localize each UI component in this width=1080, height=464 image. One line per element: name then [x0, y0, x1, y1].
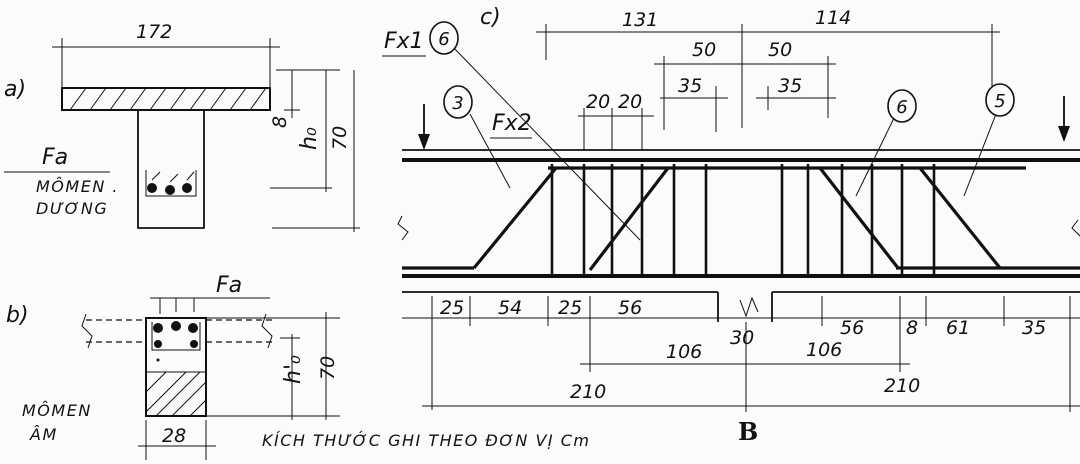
rebar [182, 183, 192, 193]
dot [156, 358, 160, 362]
dim-28: 28 [162, 425, 186, 447]
rebar [154, 340, 162, 348]
dim-210-b: 210 [884, 375, 920, 397]
dim-20-b: 20 [618, 91, 642, 113]
svg-text:3: 3 [452, 93, 463, 114]
panel-c-beam: c) 131 114 50 50 35 35 20 20 Fx1 Fx2 [382, 5, 1080, 446]
bar-mark-6-top: 6 [429, 21, 459, 55]
moment-negative-line2: ÂM [29, 425, 58, 444]
bent-bar-6-left [588, 167, 670, 271]
dim-114: 114 [815, 7, 851, 29]
column-break [739, 296, 759, 318]
bar-mark-3: 3 [443, 85, 473, 119]
svg-text:5: 5 [994, 91, 1005, 112]
dim-35-a: 35 [678, 75, 702, 97]
section-box [145, 317, 207, 417]
dim-106-b: 106 [806, 339, 842, 361]
leader-5 [963, 113, 997, 197]
rebar [190, 340, 198, 348]
dim-131: 131 [622, 9, 658, 31]
stirrup-b [151, 322, 201, 351]
dim-30: 30 [730, 327, 754, 349]
arrow-head-icon [418, 134, 430, 150]
dim-210-a: 210 [570, 381, 606, 403]
svg-text:6: 6 [896, 97, 907, 118]
dim-20-a: 20 [586, 91, 610, 113]
bar-mark-6-right: 6 [887, 89, 917, 123]
panel-a-t-section: a) 172 Fa MÔMEN . DƯƠNG [4, 21, 360, 232]
dim-50-b: 50 [768, 39, 792, 61]
leader-6-right [855, 117, 895, 197]
units-caption: KÍCH THƯỚC GHI THEO ĐƠN VỊ Cm [262, 431, 590, 450]
panel-b-label: b) [6, 303, 29, 328]
dim-8: 8 [269, 116, 291, 128]
dim-25-b: 25 [558, 297, 582, 319]
dim-54: 54 [498, 297, 522, 319]
flange [61, 87, 271, 111]
rebar-hooks [151, 171, 195, 183]
h0-label-b: h'₀ [281, 355, 306, 384]
dim-50-a: 50 [692, 39, 716, 61]
moment-positive-line1: MÔMEN . [36, 177, 119, 196]
dim-172: 172 [136, 21, 172, 43]
rebar [171, 321, 181, 331]
arrow-head-icon [1058, 126, 1070, 142]
dim-56-a: 56 [618, 297, 642, 319]
support-label-b: B [738, 417, 758, 446]
rebar [188, 323, 198, 333]
bent-bar-6-right [818, 167, 900, 269]
flange-hatch [69, 87, 267, 111]
dim-8: 8 [906, 317, 918, 339]
h0-label-a: h₀ [297, 127, 322, 150]
rebar [147, 183, 157, 193]
compression-hatch [145, 371, 207, 417]
panel-c-label: c) [480, 5, 501, 30]
stirrup [145, 170, 197, 197]
break-mark-right [261, 313, 273, 349]
bent-bar-3 [472, 166, 558, 270]
svg-text:6: 6 [438, 29, 449, 50]
dim-106-a: 106 [666, 341, 702, 363]
break-line-left [397, 215, 409, 241]
dim-35: 35 [1022, 317, 1046, 339]
moment-negative-line1: MÔMEN [22, 401, 92, 420]
column [717, 292, 773, 322]
dim-25-a: 25 [440, 297, 464, 319]
panel-a-label: a) [4, 77, 26, 102]
web [137, 110, 205, 229]
break-line-right [1071, 219, 1080, 237]
break-mark-left [81, 313, 93, 349]
fa-label-b: Fa [216, 273, 242, 298]
rebar [165, 185, 175, 195]
panel-b-rect-section: b) Fa h'₀ [6, 273, 340, 460]
leader-3 [469, 113, 511, 189]
moment-positive-line2: DƯƠNG [36, 199, 108, 218]
stirrups [550, 164, 936, 276]
ext-lines-bottom [431, 296, 1071, 412]
dim-70-a: 70 [329, 126, 351, 150]
dim-56-b: 56 [840, 317, 864, 339]
dim-35-b: 35 [778, 75, 802, 97]
bent-bar-5 [918, 167, 1002, 269]
dim-70-b: 70 [317, 356, 339, 380]
rebar [153, 323, 163, 333]
leader-6 [451, 45, 641, 241]
fx2-label: Fx2 [492, 111, 532, 136]
dim-61: 61 [946, 317, 970, 339]
bar-mark-5: 5 [985, 83, 1015, 117]
fa-label-a: Fa [42, 145, 68, 170]
fx1-label: Fx1 [384, 29, 424, 54]
